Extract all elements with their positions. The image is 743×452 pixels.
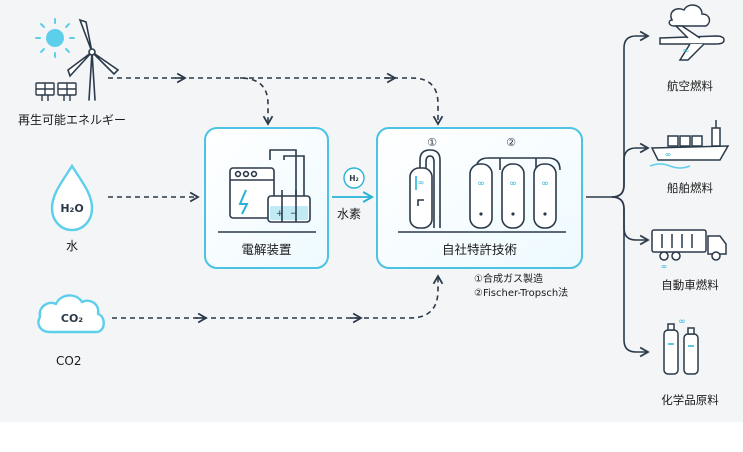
sun-icon (35, 18, 75, 58)
electrolysis-box: + − (204, 127, 329, 269)
water-formula: H₂O (60, 202, 83, 215)
label-electrolysis: 電解装置 (241, 242, 292, 257)
co2-formula: CO₂ (61, 312, 83, 325)
co2-cloud-icon: CO₂ (37, 294, 105, 334)
label-chemical-feedstock: 化学品原料 (661, 393, 719, 407)
svg-text:∞: ∞ (418, 178, 425, 187)
co2-to-technology-arrow (112, 274, 444, 319)
svg-text:−: − (290, 209, 298, 219)
input-arrows (108, 72, 444, 324)
step-1-mark: ① (427, 136, 437, 149)
renewable-to-technology-arrow (240, 77, 444, 126)
note-fischer-tropsch: ②Fischer-Tropsch法 (474, 288, 569, 299)
hydrogen-badge-text: H₂ (349, 174, 359, 183)
diagram-canvas (0, 0, 743, 422)
svg-text:∞: ∞ (683, 46, 690, 55)
label-aviation-fuel: 航空燃料 (667, 79, 713, 93)
renewable-energy-icon (35, 18, 120, 101)
label-renewable-energy: 再生可能エネルギー (18, 113, 127, 127)
syngas-reactor-icon: ∞ (409, 149, 441, 229)
output-brace (586, 30, 650, 358)
label-hydrogen: 水素 (337, 207, 362, 221)
label-marine-fuel: 船舶燃料 (667, 181, 713, 195)
electrolyzer-icon: + − (229, 149, 311, 223)
svg-text:∞: ∞ (665, 150, 672, 159)
note-syngas: ①合成ガス製造 (474, 274, 543, 285)
svg-text:+: + (276, 209, 284, 219)
svg-text:∞: ∞ (541, 179, 549, 189)
step-2-mark: ② (506, 136, 516, 149)
fischer-tropsch-columns-icon: ∞ ∞ ∞ (469, 157, 561, 229)
hydrogen-flow: H₂ (332, 167, 375, 203)
svg-text:∞: ∞ (509, 179, 517, 189)
label-automotive-fuel: 自動車燃料 (661, 278, 719, 292)
technology-box: ① ② ∞ ∞ ∞ ∞ (376, 127, 583, 269)
airplane-icon: ∞ (659, 4, 725, 61)
svg-text:∞: ∞ (661, 262, 668, 271)
label-co2: CO2 (56, 354, 82, 368)
solar-panel-icon (35, 82, 77, 101)
label-technology: 自社特許技術 (441, 242, 517, 257)
svg-text:∞: ∞ (477, 179, 485, 189)
svg-text:∞: ∞ (678, 317, 686, 327)
chemical-canister-icon: ∞ (663, 317, 699, 375)
hydrogen-badge (343, 167, 365, 189)
wind-turbine-icon (67, 18, 120, 101)
renewable-to-electrolysis-arrow (108, 77, 274, 126)
ship-icon: ∞ (649, 120, 730, 169)
truck-icon: ∞ (651, 229, 727, 271)
water-drop-icon: H₂O (50, 163, 94, 232)
label-water: 水 (66, 239, 79, 253)
